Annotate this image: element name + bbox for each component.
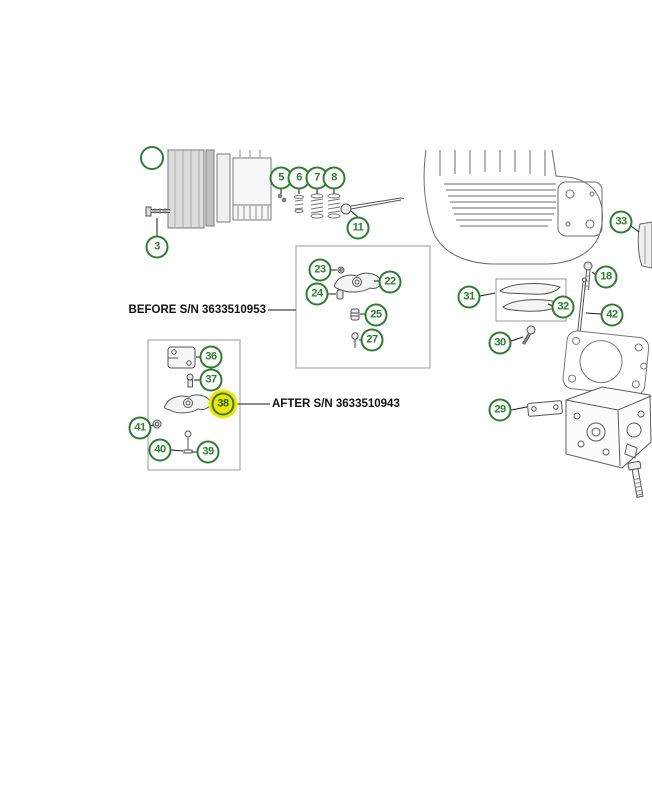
after-sn-label: AFTER S/N 3633510943 — [272, 398, 400, 410]
callout-31[interactable]: 31 — [457, 285, 481, 309]
after-box-art — [147, 339, 241, 471]
callout-8[interactable]: 8 — [322, 166, 346, 190]
intake-valve-art — [340, 197, 405, 215]
rocker-parts-before-art — [333, 266, 382, 348]
callout-42[interactable]: 42 — [600, 303, 624, 327]
callout-25[interactable]: 25 — [364, 303, 388, 327]
callout-27[interactable]: 27 — [360, 328, 384, 352]
leader-lines — [149, 189, 640, 453]
callout-3[interactable]: 3 — [145, 235, 169, 259]
callout-32[interactable]: 32 — [551, 295, 575, 319]
callout-22[interactable]: 22 — [378, 270, 402, 294]
cylinder-head-art — [565, 386, 652, 469]
valve-cover-assembly-art — [167, 149, 272, 229]
rocker-parts-after-art — [152, 346, 211, 454]
bolt-30-art — [521, 325, 536, 345]
callout-37[interactable]: 37 — [199, 368, 223, 392]
callout-29[interactable]: 29 — [488, 398, 512, 422]
callout-38[interactable]: 38 — [211, 392, 235, 416]
bolt-3-art — [145, 206, 170, 217]
plate-box-31-32-art — [495, 278, 567, 322]
before-box-art — [295, 245, 431, 369]
before-sn-label: BEFORE S/N 3633510953 — [128, 304, 266, 316]
head-gasket-art — [562, 330, 650, 396]
callout-24[interactable]: 24 — [305, 282, 329, 306]
callout-30[interactable]: 30 — [488, 331, 512, 355]
callout-18[interactable]: 18 — [594, 265, 618, 289]
callout-33[interactable]: 33 — [609, 210, 633, 234]
callout-11[interactable]: 11 — [346, 216, 370, 240]
callout-40[interactable]: 40 — [148, 438, 172, 462]
head-bolt-art — [627, 460, 644, 498]
callout-36[interactable]: 36 — [199, 345, 223, 369]
callout-23[interactable]: 23 — [308, 258, 332, 282]
bracket-29-art — [527, 400, 563, 417]
engine-block-art — [423, 149, 603, 265]
callout-39[interactable]: 39 — [196, 440, 220, 464]
unlabeled-callout-circle — [140, 146, 164, 170]
part-33-art — [637, 221, 652, 269]
callout-41[interactable]: 41 — [128, 416, 152, 440]
valve-spring-parts-art — [277, 193, 341, 219]
